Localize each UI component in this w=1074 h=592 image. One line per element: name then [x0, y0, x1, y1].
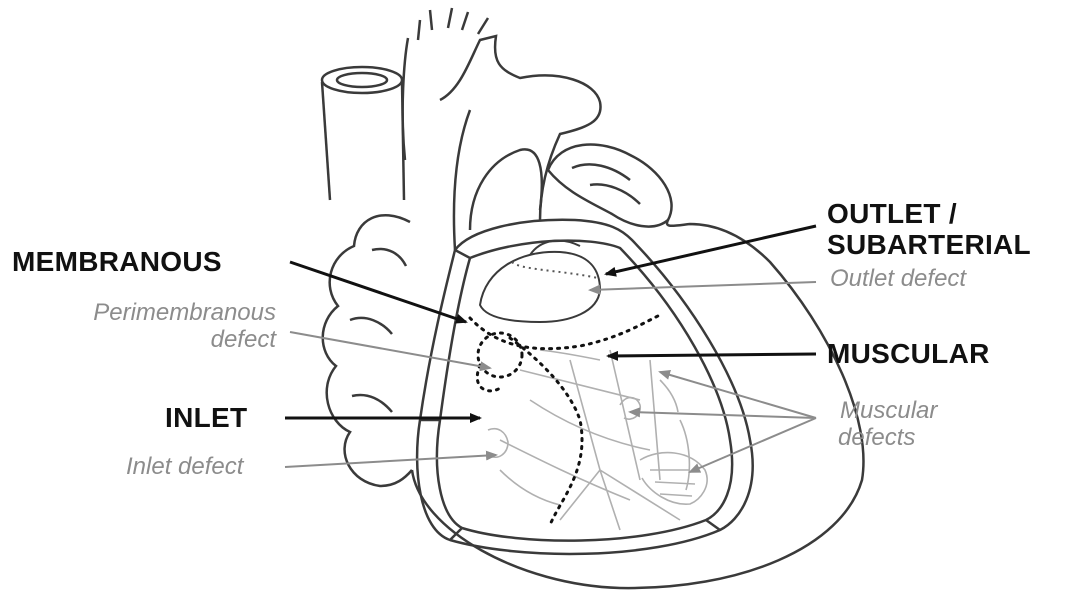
perimembranous-defect-arrow [290, 332, 490, 368]
perimembranous-label-line1: Perimembranous [30, 300, 276, 327]
left-atrial-appendage [548, 144, 672, 226]
outlet-defect-label: Outlet defect [830, 266, 966, 293]
outlet-valve [480, 240, 600, 322]
muscular-defect-arrow-1 [660, 372, 816, 418]
muscular-defects-label-line2: defects [830, 425, 937, 452]
muscular-label: MUSCULAR [827, 338, 990, 369]
pulmonary-artery [470, 149, 542, 230]
inlet-label: INLET [165, 402, 247, 433]
superior-vena-cava [322, 67, 404, 200]
perimembranous-defect-label: Perimembranous defect [30, 300, 276, 354]
outlet-defect-arrow [590, 282, 816, 290]
outlet-label: OUTLET / SUBARTERIAL [827, 198, 1031, 261]
outlet-label-line1: OUTLET / [827, 198, 1031, 229]
muscular-arrow [608, 354, 816, 356]
muscular-defects-label: Muscular defects [830, 398, 937, 452]
muscular-defects-label-line1: Muscular [830, 398, 937, 425]
perimembranous-label-line2: defect [30, 327, 276, 354]
inlet-defect-arrow [285, 455, 496, 467]
aorta [403, 8, 601, 250]
inlet-defect-label: Inlet defect [126, 454, 243, 481]
outlet-arrow [606, 226, 816, 274]
membranous-label: MEMBRANOUS [12, 246, 222, 277]
membranous-arrow [290, 262, 466, 322]
outlet-label-line2: SUBARTERIAL [827, 229, 1031, 260]
